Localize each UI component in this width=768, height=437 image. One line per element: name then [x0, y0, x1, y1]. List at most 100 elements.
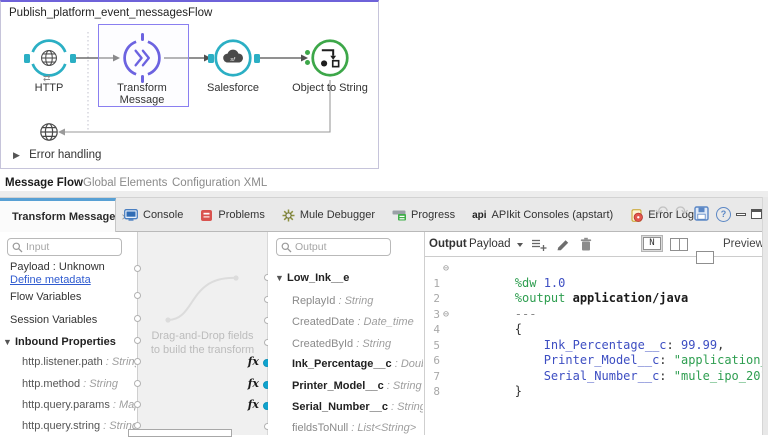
tab-console[interactable]: Console	[124, 209, 183, 221]
tab-error-log[interactable]: Error Log	[630, 208, 694, 222]
salesforce-circle: sf	[214, 39, 252, 77]
save-icon[interactable]	[694, 206, 709, 221]
input-row-http-query-params[interactable]: http.query.params : Map	[22, 399, 136, 411]
console-icon	[124, 209, 138, 221]
preview-toggle[interactable]: Preview	[723, 238, 764, 250]
output-field-fieldstonull[interactable]: fieldsToNull : List<String>	[292, 422, 417, 434]
connector-http-query-string[interactable]	[134, 422, 141, 429]
drag-hint-line2: to build the transform	[150, 344, 255, 356]
output-field-createdbyid[interactable]: CreatedById : String	[292, 338, 392, 350]
define-metadata-link[interactable]: Define metadata	[10, 273, 91, 286]
maximize-icon[interactable]	[751, 209, 762, 219]
connector-http-listener-path[interactable]	[134, 358, 141, 365]
flow-connectors	[58, 32, 331, 136]
editor-output-label: Output	[429, 238, 467, 250]
delete-trash-icon[interactable]	[580, 237, 592, 252]
flow-canvas[interactable]: Publish_platform_event_messagesFlow	[0, 0, 379, 169]
chevron-down-icon[interactable]	[517, 243, 523, 247]
output-root-row[interactable]: ▼ Low_Ink__e	[275, 272, 350, 284]
salesforce-left-port	[208, 53, 214, 63]
fx-icon-ink-percentage[interactable]: fx	[247, 355, 259, 368]
input-row-http-query-string[interactable]: http.query.string : String	[22, 420, 136, 432]
input-row-session-variables[interactable]: Session Variables	[10, 314, 98, 326]
connector-payload[interactable]	[134, 265, 141, 272]
undo-icon[interactable]: ↶	[655, 204, 669, 221]
fold-icon[interactable]: ⊖	[443, 309, 450, 320]
payload-row[interactable]: Payload : Unknown Define metadata	[10, 261, 105, 286]
connector-session-variables[interactable]	[134, 315, 141, 322]
active-tab-label: Transform Message	[12, 210, 116, 223]
problems-icon	[201, 209, 213, 221]
input-row-flow-variables[interactable]: Flow Variables	[10, 291, 82, 303]
output-search-field[interactable]	[293, 239, 392, 255]
error-handling-section[interactable]: ▶ Error handling	[13, 149, 101, 161]
connector-http-query-params[interactable]	[134, 401, 141, 408]
transform-arrow-icon	[321, 49, 340, 68]
object-to-string-label: Object to String	[292, 82, 368, 94]
tab-message-flow[interactable]: Message Flow	[5, 177, 83, 189]
flow-node-transform-message[interactable]	[122, 38, 162, 78]
payload-selector[interactable]: Payload	[469, 238, 511, 250]
transform-top-port	[140, 33, 144, 41]
edit-pencil-icon[interactable]	[556, 237, 570, 252]
view-toggle-code-only[interactable]: N	[641, 235, 663, 252]
http-left-port	[24, 53, 30, 63]
scrollbar-track[interactable]	[762, 197, 768, 435]
api-icon: api	[472, 209, 487, 221]
connector-inbound-properties[interactable]	[134, 337, 141, 344]
input-row-http-method[interactable]: http.method : String	[22, 378, 119, 390]
input-tree-panel: Payload : Unknown Define metadata Flow V…	[0, 232, 138, 435]
tab-problems[interactable]: Problems	[200, 209, 265, 222]
drag-hint-curve	[165, 275, 239, 323]
search-icon	[281, 242, 292, 253]
window-divider	[0, 191, 768, 197]
view-toggle-split[interactable]	[670, 238, 688, 251]
output-field-serial-number[interactable]: Serial_Number__c : String	[292, 401, 423, 413]
object-to-string-port-top	[305, 50, 310, 55]
tab-progress[interactable]: Progress	[392, 209, 455, 221]
output-field-printer-model[interactable]: Printer_Model__c : String	[292, 380, 422, 392]
flow-node-object-to-string[interactable]	[310, 38, 350, 78]
minimize-icon[interactable]	[736, 208, 746, 216]
response-globe-icon[interactable]	[38, 121, 60, 143]
redo-icon[interactable]: ↷	[675, 204, 689, 221]
exchange-icon: ⇄	[43, 73, 51, 83]
help-icon[interactable]: ?	[716, 207, 731, 222]
dataweave-icon	[134, 49, 150, 67]
connector-http-method[interactable]	[134, 380, 141, 387]
error-handling-label: Error handling	[29, 149, 102, 161]
editor-header: Output Payload N Preview	[425, 232, 764, 264]
svg-text:sf: sf	[230, 57, 236, 63]
input-search-field[interactable]	[24, 239, 123, 255]
bottom-panel-tabbar: Transform Message × Console Problems	[0, 197, 768, 232]
tab-configuration-xml[interactable]: Configuration XML	[172, 177, 268, 189]
transform-circle	[123, 40, 161, 76]
flow-title: Publish_platform_event_messagesFlow	[9, 7, 213, 19]
tab-apikit-consoles[interactable]: api APIkit Consoles (apstart)	[472, 209, 614, 221]
input-row-inbound-properties[interactable]: ▼ Inbound Properties	[3, 336, 116, 348]
output-field-ink-percentage[interactable]: Ink_Percentage__c : Double	[292, 358, 423, 370]
add-transform-icon[interactable]	[531, 237, 547, 252]
input-row-http-listener-path[interactable]: http.listener.path : String	[22, 356, 136, 368]
input-search[interactable]	[7, 238, 123, 256]
mapping-canvas[interactable]: Drag-and-Drop fields to build the transf…	[134, 232, 271, 435]
salesforce-right-port	[254, 53, 260, 63]
fx-icon-printer-model[interactable]: fx	[247, 377, 259, 390]
fold-icon[interactable]: ⊖	[443, 263, 450, 274]
tab-transform-message[interactable]: Transform Message ×	[0, 198, 128, 232]
http-circle	[31, 39, 67, 77]
flow-node-http[interactable]	[29, 38, 69, 78]
output-search[interactable]	[276, 238, 392, 256]
http-label: HTTP	[34, 82, 64, 94]
input-panel-overflow-box	[128, 429, 232, 437]
flow-node-salesforce[interactable]: sf	[213, 38, 253, 78]
tab-mule-debugger[interactable]: Mule Debugger	[282, 209, 375, 222]
view-toggle-blank[interactable]	[696, 251, 714, 264]
connector-flow-variables[interactable]	[134, 292, 141, 299]
output-field-replayid[interactable]: ReplayId : String	[292, 295, 374, 307]
tab-global-elements[interactable]: Global Elements	[83, 177, 168, 189]
output-field-createddate[interactable]: CreatedDate : Date_time	[292, 316, 414, 328]
drag-hint-line1: Drag-and-Drop fields	[151, 330, 254, 342]
fx-icon-serial-number[interactable]: fx	[247, 398, 259, 411]
expand-collapsed-icon: ▶	[13, 150, 20, 160]
